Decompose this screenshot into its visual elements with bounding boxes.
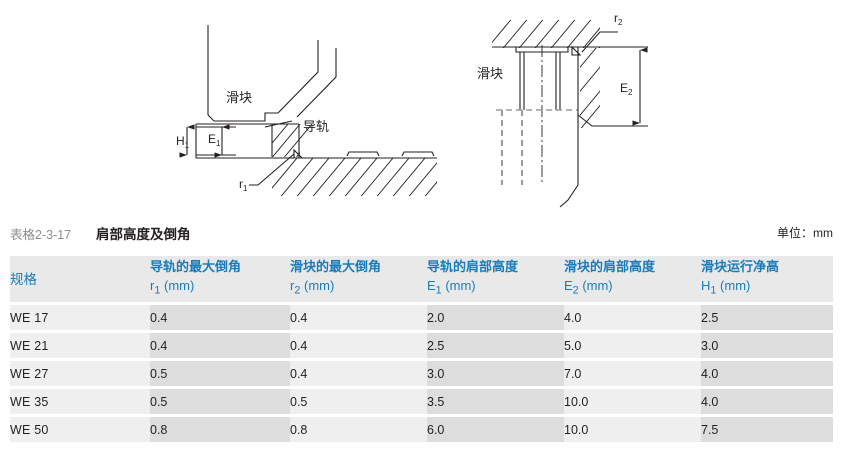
header-block-max-chamfer-title: 滑块的最大倒角 bbox=[290, 259, 382, 275]
technical-diagrams: 滑块 导轨 H1 E1 r1 bbox=[0, 0, 843, 212]
right-slider-label: 滑块 bbox=[477, 66, 503, 81]
cell-spec: WE 27 bbox=[10, 361, 150, 386]
table-caption-row: 表格2-3-17 肩部高度及倒角 单位：mm bbox=[0, 220, 843, 248]
e2-dimension-label: E2 bbox=[620, 81, 633, 97]
header-rail-max-chamfer-title: 导轨的最大倒角 bbox=[150, 259, 242, 275]
cell-r2: 0.4 bbox=[290, 305, 427, 330]
cell-e2: 4.0 bbox=[564, 305, 701, 330]
header-block-shoulder-height-title: 滑块的肩部高度 bbox=[564, 259, 656, 275]
top-hatching bbox=[492, 20, 600, 48]
cell-r1: 0.8 bbox=[150, 417, 290, 442]
cell-e1: 3.0 bbox=[427, 361, 564, 386]
r2-radius-label: r2 bbox=[614, 11, 623, 27]
cell-e1: 2.0 bbox=[427, 305, 564, 330]
cell-r1: 0.4 bbox=[150, 305, 290, 330]
caption-number: 表格2-3-17 bbox=[10, 228, 72, 242]
header-block-shoulder-height-symbol: E2 (mm) bbox=[564, 278, 613, 297]
cell-e2: 7.0 bbox=[564, 361, 701, 386]
table-row: WE 17 0.4 0.4 2.0 4.0 2.5 bbox=[10, 305, 833, 330]
left-rail-label: 导轨 bbox=[303, 119, 329, 134]
e1-dimension-label: E1 bbox=[208, 132, 221, 148]
table-row: WE 50 0.8 0.8 6.0 10.0 7.5 bbox=[10, 417, 833, 442]
left-diagram-group bbox=[179, 25, 437, 196]
base-hatching bbox=[272, 158, 437, 196]
row-spacer bbox=[10, 386, 833, 389]
r2-leader-line bbox=[581, 31, 618, 53]
shoulder-height-chamfer-table: 规格 导轨的最大倒角 r1 (mm) 滑块的最大倒角 r2 (mm) 导轨的肩部… bbox=[10, 256, 833, 442]
cell-r1: 0.5 bbox=[150, 361, 290, 386]
header-block-max-chamfer-symbol: r2 (mm) bbox=[290, 278, 335, 297]
cell-r2: 0.4 bbox=[290, 333, 427, 358]
header-rail-max-chamfer-symbol: r1 (mm) bbox=[150, 278, 195, 297]
header-block-clearance-height-symbol: H1 (mm) bbox=[701, 278, 751, 297]
row-spacer bbox=[10, 330, 833, 333]
header-block-max-chamfer: 滑块的最大倒角 r2 (mm) bbox=[290, 256, 427, 302]
unit-note: 单位：mm bbox=[777, 226, 833, 240]
header-rail-shoulder-height-title: 导轨的肩部高度 bbox=[427, 259, 519, 275]
right-block-hatching bbox=[580, 48, 600, 128]
table-header-row: 规格 导轨的最大倒角 r1 (mm) 滑块的最大倒角 r2 (mm) 导轨的肩部… bbox=[10, 256, 833, 302]
cell-h1: 4.0 bbox=[701, 389, 833, 414]
header-block-clearance-height-title: 滑块运行净高 bbox=[701, 259, 780, 275]
r2-chamfer-mark bbox=[571, 45, 582, 56]
right-diagram-group bbox=[492, 20, 648, 208]
header-block-clearance-height: 滑块运行净高 H1 (mm) bbox=[701, 256, 833, 302]
cell-spec: WE 50 bbox=[10, 417, 150, 442]
cell-r2: 0.8 bbox=[290, 417, 427, 442]
cell-r1: 0.5 bbox=[150, 389, 290, 414]
base-ledge-1 bbox=[346, 151, 380, 157]
block-bottom-taper bbox=[559, 184, 579, 208]
base-ledge-2 bbox=[401, 151, 435, 157]
table-row: WE 27 0.5 0.4 3.0 7.0 4.0 bbox=[10, 361, 833, 386]
cell-e2: 5.0 bbox=[564, 333, 701, 358]
h1-dimension-label: H1 bbox=[176, 134, 190, 150]
cell-h1: 7.5 bbox=[701, 417, 833, 442]
cell-e1: 6.0 bbox=[427, 417, 564, 442]
header-rail-shoulder-height-symbol: E1 (mm) bbox=[427, 278, 476, 297]
cell-e1: 2.5 bbox=[427, 333, 564, 358]
slider-diagonal-edge-inner bbox=[296, 48, 337, 118]
caption-title: 肩部高度及倒角 bbox=[96, 227, 191, 242]
table-row: WE 35 0.5 0.5 3.5 10.0 4.0 bbox=[10, 389, 833, 414]
row-spacer bbox=[10, 302, 833, 305]
header-rail-shoulder-height: 导轨的肩部高度 E1 (mm) bbox=[427, 256, 564, 302]
left-slider-label: 滑块 bbox=[226, 90, 252, 105]
slider-diagonal-edge bbox=[277, 40, 319, 114]
slider-bottom-profile bbox=[207, 112, 278, 122]
r1-leader-line bbox=[249, 153, 295, 186]
table-row: WE 21 0.4 0.4 2.5 5.0 3.0 bbox=[10, 333, 833, 358]
header-block-shoulder-height: 滑块的肩部高度 E2 (mm) bbox=[564, 256, 701, 302]
cell-h1: 3.0 bbox=[701, 333, 833, 358]
cell-e2: 10.0 bbox=[564, 389, 701, 414]
cell-spec: WE 21 bbox=[10, 333, 150, 358]
cell-h1: 4.0 bbox=[701, 361, 833, 386]
row-spacer bbox=[10, 414, 833, 417]
cell-r2: 0.5 bbox=[290, 389, 427, 414]
table-body: WE 17 0.4 0.4 2.0 4.0 2.5 WE 21 0.4 0.4 … bbox=[10, 302, 833, 442]
rail-leader bbox=[264, 120, 293, 128]
r1-fillet-mark bbox=[293, 148, 304, 159]
header-rail-max-chamfer: 导轨的最大倒角 r1 (mm) bbox=[150, 256, 290, 302]
cell-spec: WE 17 bbox=[10, 305, 150, 330]
cell-spec: WE 35 bbox=[10, 389, 150, 414]
header-spec: 规格 bbox=[10, 271, 37, 287]
cell-r2: 0.4 bbox=[290, 361, 427, 386]
cell-e2: 10.0 bbox=[564, 417, 701, 442]
r1-radius-label: r1 bbox=[239, 177, 248, 193]
table-header: 规格 导轨的最大倒角 r1 (mm) 滑块的最大倒角 r2 (mm) 导轨的肩部… bbox=[10, 256, 833, 302]
cell-e1: 3.5 bbox=[427, 389, 564, 414]
row-spacer bbox=[10, 358, 833, 361]
cell-r1: 0.4 bbox=[150, 333, 290, 358]
block-lower-profile bbox=[577, 114, 648, 127]
cell-h1: 2.5 bbox=[701, 305, 833, 330]
